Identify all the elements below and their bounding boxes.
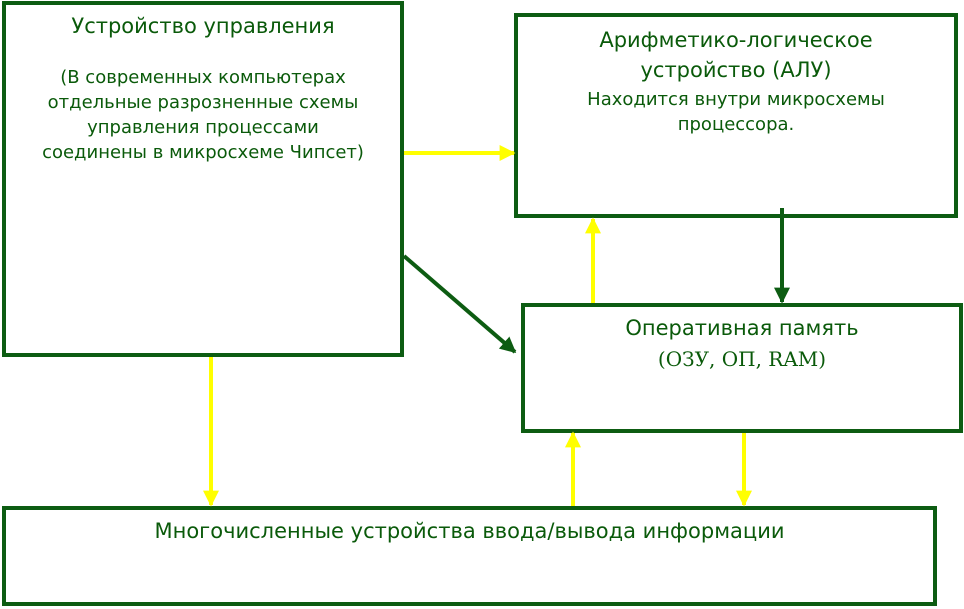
ram-subtitle: (ОЗУ, ОП, RAM): [657, 347, 827, 371]
io-devices-box: Многочисленные устройства ввода/вывода и…: [2, 506, 937, 606]
ram-box: Оперативная память (ОЗУ, ОП, RAM): [521, 303, 963, 433]
control-unit-description: (В современных компьютерах отдельные раз…: [42, 67, 364, 163]
control-unit-box: Устройство управления (В современных ком…: [2, 1, 404, 357]
alu-title: Арифметико-логическое устройство (АЛУ): [599, 28, 873, 82]
io-devices-title: Многочисленные устройства ввода/вывода и…: [154, 519, 785, 543]
alu-description: Находится внутри микросхемы процессора.: [587, 89, 885, 135]
alu-box: Арифметико-логическое устройство (АЛУ) Н…: [514, 13, 958, 218]
control-unit-title: Устройство управления: [71, 14, 335, 38]
ram-title: Оперативная память: [625, 316, 859, 340]
arrow-control-to-ram: [402, 254, 517, 354]
